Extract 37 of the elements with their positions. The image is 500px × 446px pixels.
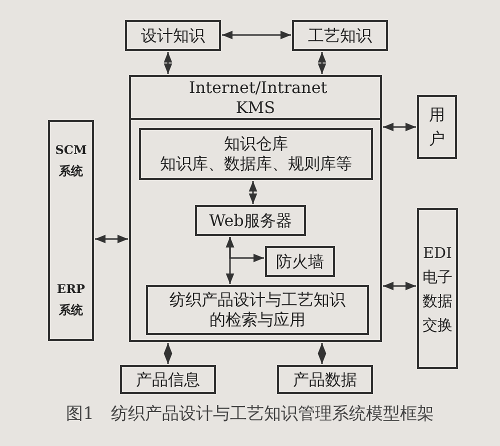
frame-heading: Internet/Intranet KMS	[129, 77, 382, 120]
double-arrow	[318, 52, 326, 74]
box-heading: 知识仓库	[224, 134, 288, 154]
double-arrow	[226, 237, 264, 262]
double-arrow	[164, 343, 172, 364]
box-label: 用户	[428, 104, 446, 150]
process-box	[417, 95, 457, 159]
double-arrow	[222, 30, 291, 40]
process-box	[125, 20, 221, 51]
box-label: ERP系统	[56, 281, 86, 319]
box-label: 产品信息	[136, 370, 200, 390]
process-box	[146, 285, 369, 335]
double-arrow	[95, 234, 128, 244]
box-label: 工艺知识	[308, 26, 372, 46]
process-box	[139, 128, 373, 180]
process-box	[120, 365, 216, 394]
box-label: 产品数据	[293, 370, 357, 390]
process-box	[277, 365, 373, 394]
double-arrow	[318, 343, 326, 364]
box-label: 知识库、数据库、规则库等	[160, 154, 352, 174]
double-arrow	[383, 122, 416, 132]
system-bar	[48, 120, 94, 341]
box-label: EDI电子数据交换	[422, 242, 454, 336]
process-box	[292, 20, 388, 51]
box-label: 设计知识	[141, 26, 205, 46]
box-label: 防火墙	[276, 252, 324, 272]
box-label: 纺织产品设计与工艺知识的检索与应用	[168, 290, 346, 330]
process-box	[417, 208, 458, 369]
box-label: Web服务器	[209, 210, 292, 230]
double-arrow	[383, 282, 416, 290]
figure-caption: 图1 纺织产品设计与工艺知识管理系统模型框架	[65, 403, 435, 425]
box-label: SCM系统	[54, 142, 88, 180]
double-arrow	[164, 52, 172, 74]
double-arrow	[248, 181, 258, 204]
process-box	[195, 205, 306, 236]
system-frame	[129, 75, 382, 342]
process-box	[265, 246, 335, 277]
